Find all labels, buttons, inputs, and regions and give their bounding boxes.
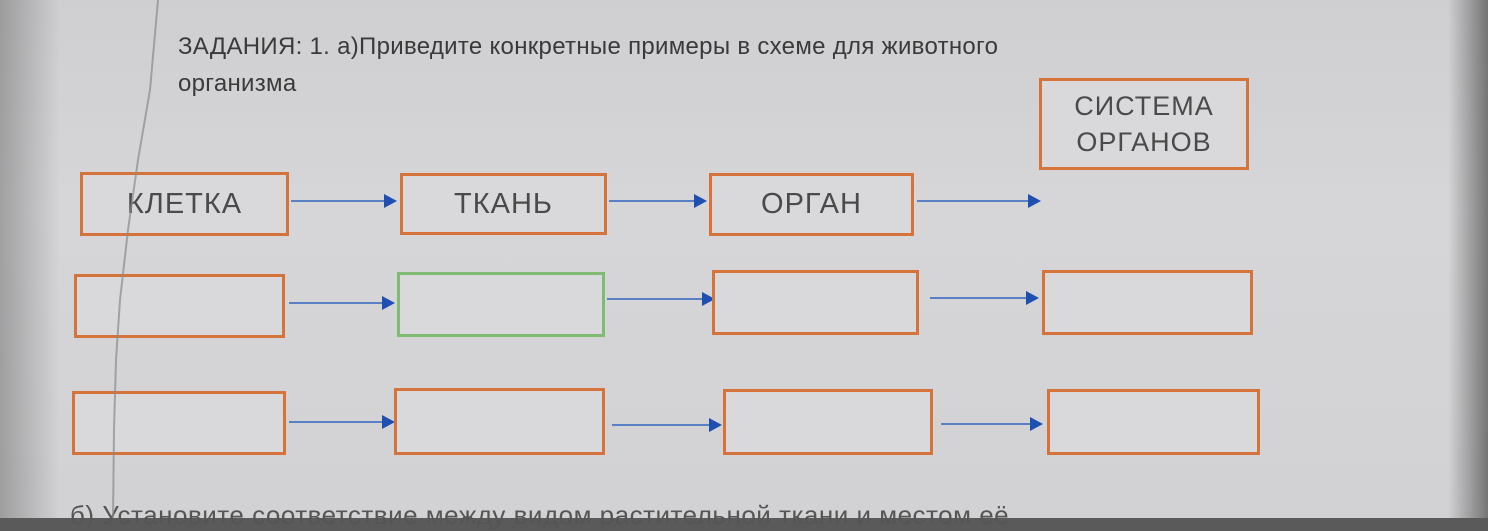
answer-box-row3-organ[interactable]	[723, 389, 933, 455]
answer-box-row2-organ[interactable]	[712, 270, 919, 335]
answer-box-row2-cell[interactable]	[74, 274, 285, 338]
answer-box-row2-tissue[interactable]	[397, 272, 605, 337]
task-line-2: организма	[178, 70, 297, 97]
task-heading: ЗАДАНИЯ: 1. а)Приведите конкретные приме…	[178, 28, 1278, 102]
answer-box-row3-tissue[interactable]	[394, 388, 605, 455]
box-organ: ОРГАН	[709, 173, 914, 236]
task-line-1: ЗАДАНИЯ: 1. а)Приведите конкретные приме…	[178, 33, 999, 60]
page-shadow-left	[0, 0, 60, 518]
arrow-row3-3	[941, 417, 1043, 431]
answer-box-row3-cell[interactable]	[72, 391, 286, 455]
arrow-row2-3	[930, 291, 1039, 305]
arrow-row2-1	[289, 296, 395, 310]
box-system-label-line1: СИСТЕМА	[1074, 91, 1214, 121]
next-task-partial: б) Установите соответствие между видом р…	[70, 500, 1010, 530]
arrow-row2-2	[607, 292, 715, 306]
page-shadow-right	[1448, 0, 1488, 518]
arrow-cell-to-tissue	[291, 194, 397, 208]
arrow-organ-to-system	[917, 194, 1041, 208]
box-cell-label: КЛЕТКА	[126, 187, 243, 220]
arrow-tissue-to-organ	[609, 194, 707, 208]
box-organ-system: СИСТЕМА ОРГАНОВ	[1039, 78, 1249, 170]
answer-box-row3-system[interactable]	[1047, 389, 1260, 455]
box-tissue-label: ТКАНЬ	[454, 187, 553, 220]
box-system-label-line2: ОРГАНОВ	[1076, 127, 1212, 157]
answer-box-row2-system[interactable]	[1042, 270, 1253, 335]
arrow-row3-2	[612, 418, 722, 432]
arrow-row3-1	[289, 415, 395, 429]
box-cell: КЛЕТКА	[80, 172, 289, 236]
box-tissue: ТКАНЬ	[400, 173, 607, 235]
box-organ-label: ОРГАН	[761, 188, 862, 220]
